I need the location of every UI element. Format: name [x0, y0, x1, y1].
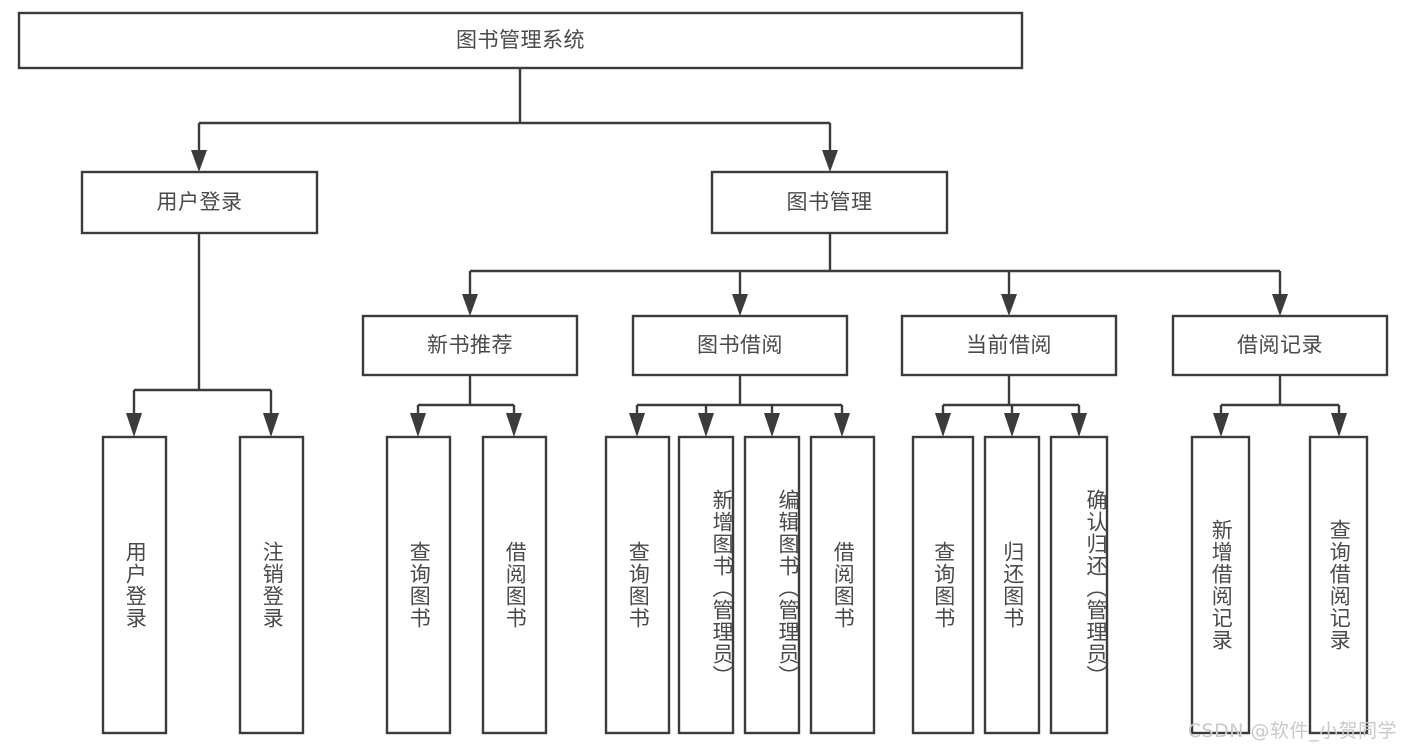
box-leaf-11[interactable] [1190, 435, 1251, 735]
box-leaf-1[interactable] [238, 435, 305, 735]
box-leaf-7[interactable] [809, 435, 876, 735]
box-leaf-5[interactable] [677, 435, 735, 735]
arrowhead-book-management [822, 150, 838, 172]
arrowhead-leaf-11 [1213, 413, 1229, 437]
arrowhead-leaf-6 [764, 413, 780, 437]
arrowhead-leaf-5 [698, 413, 714, 437]
arrowhead-leaf-4 [629, 413, 645, 437]
arrowhead-leaf-3 [506, 413, 522, 437]
arrowhead-borrow-record [1272, 294, 1288, 316]
arrowhead-new-book-recommend [462, 294, 478, 316]
arrowhead-leaf-0 [126, 413, 142, 437]
box-leaf-10[interactable] [1049, 435, 1109, 735]
box-leaf-2[interactable] [385, 435, 452, 735]
arrowhead-leaf-1 [263, 413, 279, 437]
arrowhead-leaf-10 [1071, 413, 1087, 437]
box-leaf-0[interactable] [101, 435, 168, 735]
arrowhead-leaf-7 [834, 413, 850, 437]
csdn-watermark: CSDN @软件_小贺同学 [1187, 720, 1397, 742]
box-user-login[interactable] [80, 170, 319, 235]
arrowhead-leaf-12 [1331, 413, 1347, 437]
box-leaf-3[interactable] [481, 435, 548, 735]
arrowhead-leaf-2 [410, 413, 426, 437]
arrowhead-current-borrow [1001, 294, 1017, 316]
box-leaf-8[interactable] [911, 435, 975, 735]
box-new-book-recommend[interactable] [361, 314, 579, 377]
box-borrow-record[interactable] [1171, 314, 1389, 377]
arrowhead-book-borrow [732, 294, 748, 316]
box-book-borrow[interactable] [631, 314, 849, 377]
box-leaf-4[interactable] [604, 435, 671, 735]
arrowhead-leaf-8 [935, 413, 951, 437]
arrowhead-leaf-9 [1004, 413, 1020, 437]
box-leaf-9[interactable] [983, 435, 1041, 735]
box-root[interactable] [17, 11, 1024, 70]
box-leaf-6[interactable] [743, 435, 801, 735]
box-book-management[interactable] [710, 170, 949, 235]
arrowhead-user-login [191, 150, 207, 172]
box-leaf-12[interactable] [1308, 435, 1369, 735]
box-current-borrow[interactable] [900, 314, 1118, 377]
